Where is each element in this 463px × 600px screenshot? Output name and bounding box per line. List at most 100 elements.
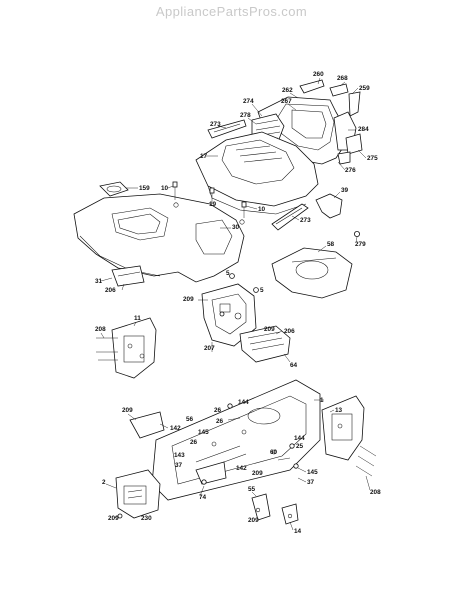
label-209-battery: 209 [264,326,275,333]
label-13: 13 [335,407,343,414]
label-267: 267 [281,98,292,105]
right-side-panel-group [321,395,377,477]
label-39: 39 [341,187,349,194]
dash-panel-group [198,273,291,363]
label-60: 60 [270,449,278,456]
label-273-lower: 273 [300,217,311,224]
frame-group [129,379,321,501]
label-276: 276 [345,167,356,174]
label-206-left: 206 [105,287,116,294]
label-2: 2 [102,479,106,486]
hood-trim-part[interactable] [329,83,349,97]
label-284: 284 [358,126,369,133]
label-209-bumper: 209 [108,515,119,522]
label-142-lower: 142 [236,465,247,472]
label-278: 278 [240,112,251,119]
lower-brackets-group [251,493,299,525]
bolt-10-lower-part[interactable] [241,201,247,208]
site-header: AppliancePartsPros.com [0,0,463,24]
hood-bracket-part[interactable] [348,91,361,117]
label-30: 30 [232,224,240,231]
label-145-lower: 145 [307,469,318,476]
seat-pan-part[interactable] [271,247,353,299]
label-275: 275 [367,155,378,162]
lens-bracket-part[interactable] [337,151,351,165]
label-209-dash: 209 [183,296,194,303]
label-273-upper: 273 [210,121,221,128]
bracket-31-part[interactable] [111,265,145,287]
bolt-19-part[interactable] [209,187,215,194]
fastener-279-part[interactable] [353,230,360,237]
site-watermark: AppliancePartsPros.com [155,4,308,19]
label-145-upper: 145 [198,429,209,436]
bolt-10-upper-part[interactable] [172,181,178,188]
label-279: 279 [355,241,366,248]
label-58: 58 [327,241,335,248]
label-56: 56 [186,416,194,423]
label-19: 19 [209,201,217,208]
label-25: 25 [296,443,304,450]
screw-206-part[interactable] [219,311,225,317]
knob-5-part[interactable] [229,273,235,279]
bracket-142b-part[interactable] [195,461,227,485]
hood-bracket-rear-part[interactable] [315,193,343,219]
label-206-battery: 206 [284,328,295,335]
label-5-lower: 5 [260,287,264,294]
label-10-upper: 10 [161,185,169,192]
label-31: 31 [95,278,103,285]
label-11: 11 [134,315,141,322]
bumper-part[interactable] [115,469,161,519]
cup-holder-part[interactable] [99,181,129,197]
label-37-right: 37 [307,479,315,486]
front-bracket-part[interactable] [129,411,165,439]
label-64: 64 [290,362,298,369]
left-side-panel-group [96,317,157,379]
label-26-lower: 26 [190,439,198,446]
hood-stripe-upper-part[interactable] [207,119,247,139]
front-bumper-group [115,469,161,519]
bracket-55-part[interactable] [251,493,271,521]
knob-5b-part[interactable] [253,287,259,293]
label-17: 17 [200,153,208,160]
label-14: 14 [294,528,302,535]
label-268: 268 [337,75,348,82]
label-209-lower: 209 [252,470,263,477]
label-144-lower: 144 [294,435,305,442]
label-26-upper: 26 [214,407,222,414]
hood-stripe-lower-part[interactable] [271,203,309,231]
seat-pan-group [271,247,353,299]
body-pan-group [73,181,247,287]
lens-part[interactable] [345,133,363,155]
side-panel-11-part[interactable] [111,317,157,379]
nut-145b-part[interactable] [293,463,299,469]
label-143: 143 [174,452,185,459]
fender-pan-part[interactable] [73,193,245,283]
label-1: 1 [320,397,324,404]
label-262: 262 [282,87,293,94]
label-55: 55 [248,486,256,493]
label-260: 260 [313,71,324,78]
nut-144b-part[interactable] [289,443,295,449]
hood-part[interactable] [195,131,319,207]
nut-144a-part[interactable] [227,403,233,409]
label-74: 74 [199,494,207,501]
hood-cap-part[interactable] [299,79,325,94]
label-208-left: 208 [95,326,106,333]
label-208-right: 208 [370,489,381,496]
leader-lines [100,77,371,531]
label-259: 259 [359,85,370,92]
hood-grille-group [195,79,363,237]
label-5-upper: 5 [226,270,230,277]
callout-labels: 260 268 259 262 267 274 278 284 273 17 2… [95,71,381,535]
side-panel-13-part[interactable] [321,395,365,461]
bolt-74-part[interactable] [201,479,207,485]
label-274: 274 [243,98,254,105]
battery-box-part[interactable] [239,325,291,363]
label-144-upper: 144 [238,399,249,406]
label-10-lower: 10 [258,206,266,213]
label-207: 207 [204,345,215,352]
label-209-front: 209 [122,407,133,414]
label-26-mid: 26 [216,418,224,425]
label-209-bottom: 209 [248,517,259,524]
